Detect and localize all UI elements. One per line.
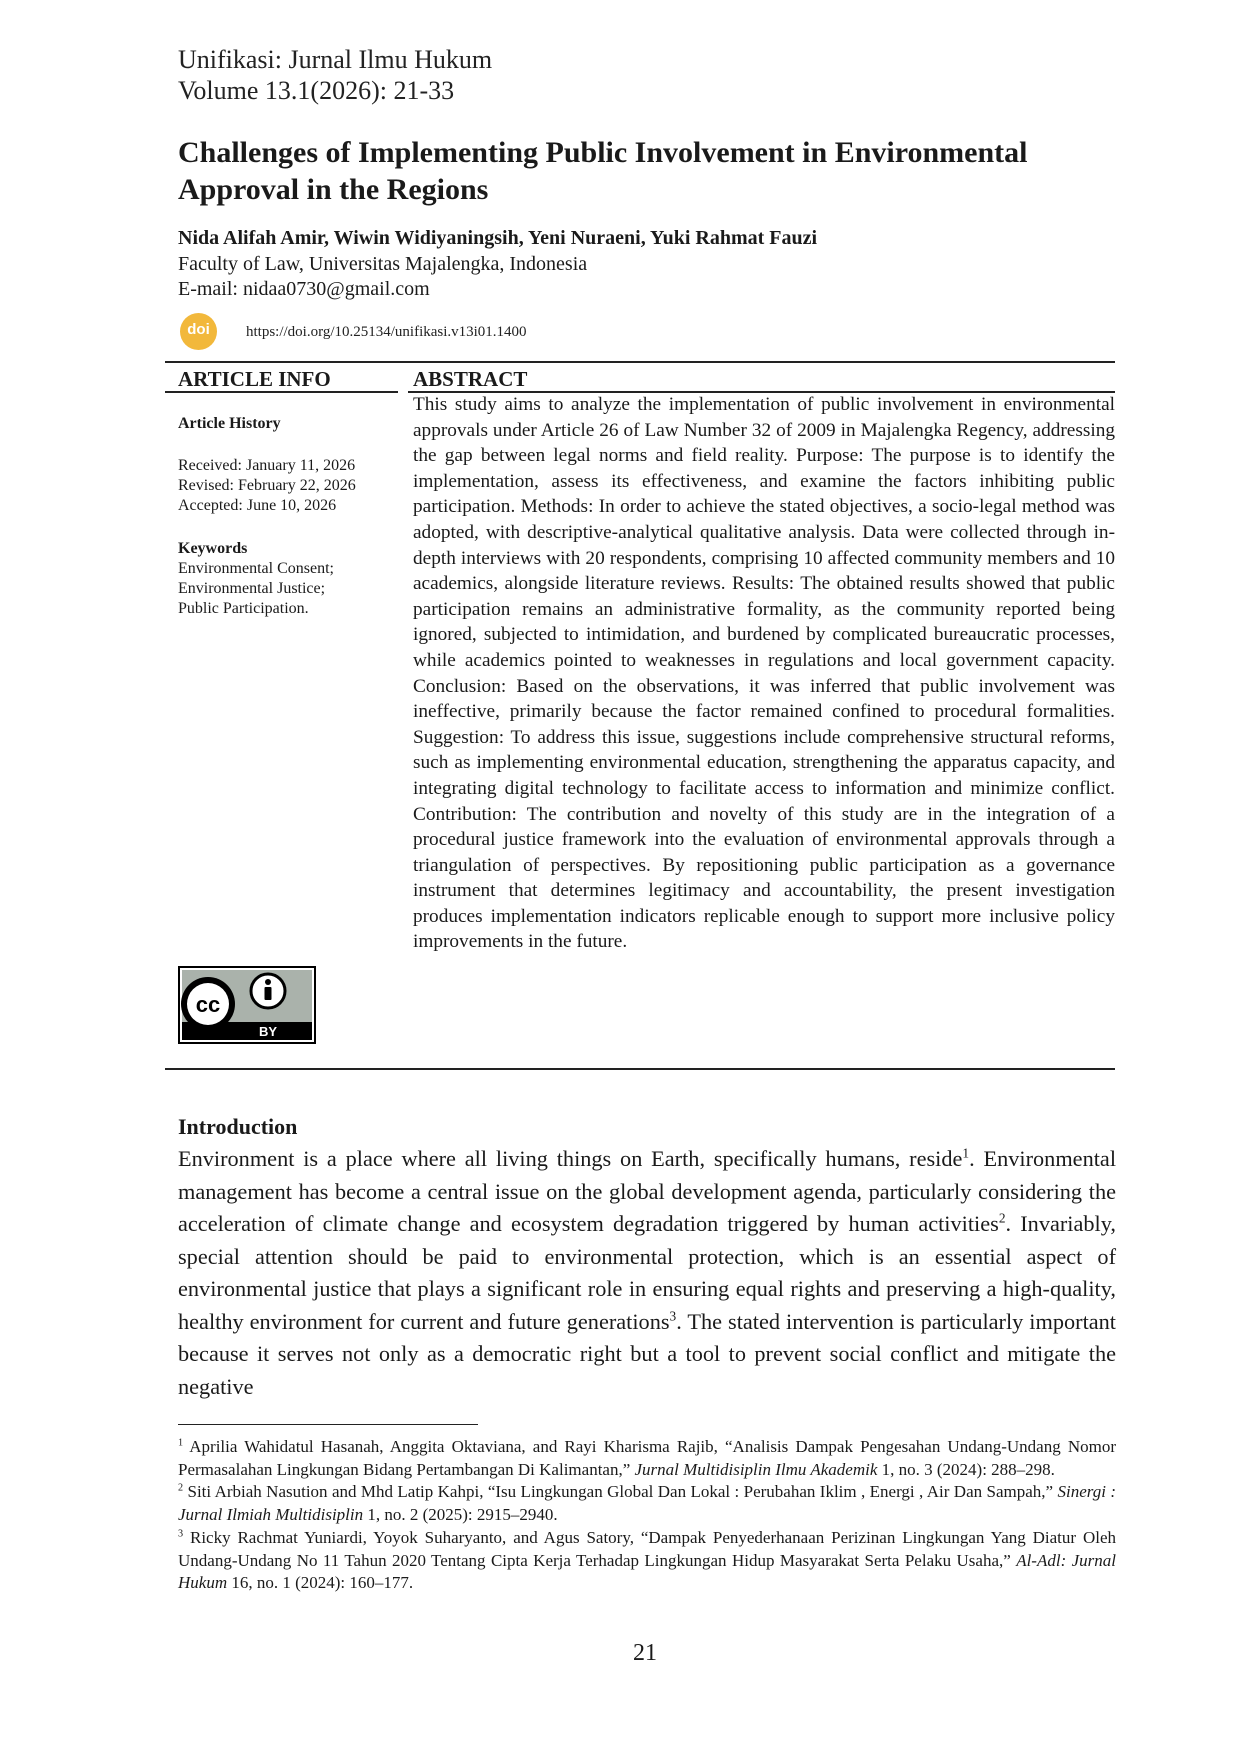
abstract-rule: [408, 391, 1115, 393]
cc-by-license-icon: cc BY: [178, 966, 316, 1044]
cc-mark: cc: [196, 992, 220, 1017]
abstract-heading: ABSTRACT: [413, 367, 528, 391]
article-info-rule: [165, 391, 398, 393]
footnote: 3 Ricky Rachmat Yuniardi, Yoyok Suharyan…: [178, 1527, 1116, 1595]
footnote-separator: [178, 1424, 478, 1425]
footnote-citation: 16, no. 1 (2024): 160–177.: [227, 1573, 414, 1593]
accepted-date: Accepted: June 10, 2026: [178, 497, 337, 514]
abstract-text: This study aims to analyze the implement…: [413, 394, 1115, 953]
footnote-text: Aprilia Wahidatul Hasanah, Anggita Oktav…: [178, 1437, 1116, 1479]
introduction-paragraph: Environment is a place where all living …: [178, 1143, 1116, 1403]
article-info-heading: ARTICLE INFO: [178, 367, 331, 391]
footnote-ref[interactable]: 1: [962, 1145, 970, 1161]
received-date: Received: January 11, 2026: [178, 457, 356, 474]
footnote-number: 3: [178, 1528, 184, 1540]
footnote-ref[interactable]: 2: [998, 1210, 1006, 1226]
journal-volume: Volume 13.1(2026): 21-33: [178, 76, 455, 105]
keyword: Environmental Consent;: [178, 560, 334, 577]
footnote-text: Siti Arbiah Nasution and Mhd Latip Kahpi…: [183, 1482, 1058, 1502]
article-history-dates: Received: January 11, 2026 Revised: Febr…: [178, 456, 356, 516]
footnotes: 1 Aprilia Wahidatul Hasanah, Anggita Okt…: [178, 1436, 1116, 1595]
author-email: E-mail: nidaa0730@gmail.com: [178, 278, 430, 300]
by-mark: BY: [259, 1024, 277, 1039]
footnote-citation: 1, no. 2 (2025): 2915–2940.: [363, 1505, 558, 1525]
author-affiliation: Faculty of Law, Universitas Majalengka, …: [178, 253, 588, 275]
intro-text-part: . Environmental management has become a …: [178, 1146, 1117, 1236]
footnote-journal: Jurnal Multidisiplin Ilmu Akademik: [634, 1459, 878, 1479]
journal-header: Unifikasi: Jurnal Ilmu Hukum Volume 13.1…: [178, 44, 492, 106]
article-history-heading: Article History: [178, 415, 281, 432]
article-title: Challenges of Implementing Public Involv…: [178, 136, 1028, 206]
footnote-citation: 1, no. 3 (2024): 288–298.: [877, 1459, 1055, 1479]
revised-date: Revised: February 22, 2026: [178, 477, 356, 494]
keyword: Public Participation.: [178, 600, 309, 617]
footnote-ref[interactable]: 3: [669, 1308, 677, 1324]
footnote-journal: Al-Adl: Jurnal Hukum: [178, 1550, 1117, 1593]
doi-link[interactable]: https://doi.org/10.25134/unifikasi.v13i0…: [246, 324, 527, 340]
footnote-journal: Sinergi : Jurnal Ilmiah Multidisiplin: [178, 1482, 1116, 1525]
footnote-number: 2: [178, 1482, 184, 1494]
keywords-list: Environmental Consent; Environmental Jus…: [178, 559, 334, 619]
doi-icon-label: doi: [187, 321, 210, 338]
intro-text-part: . The stated intervention is particularl…: [178, 1308, 1116, 1399]
journal-name: Unifikasi: Jurnal Ilmu Hukum: [178, 45, 493, 74]
keywords-heading: Keywords: [178, 540, 248, 557]
footnote-number: 1: [178, 1437, 184, 1449]
intro-text-part: Environment is a place where all living …: [178, 1146, 963, 1171]
footnote-text: Ricky Rachmat Yuniardi, Yoyok Suharyanto…: [178, 1527, 1116, 1570]
intro-text-part: . Invariably, special attention should b…: [178, 1211, 1116, 1334]
footnote: 1 Aprilia Wahidatul Hasanah, Anggita Okt…: [178, 1436, 1116, 1481]
footnote: 2 Siti Arbiah Nasution and Mhd Latip Kah…: [178, 1481, 1116, 1526]
doi-icon: doi: [180, 313, 217, 350]
keyword: Environmental Justice;: [178, 580, 326, 597]
introduction-heading: Introduction: [178, 1114, 298, 1139]
table-top-rule: [165, 361, 1115, 363]
page-number: 21: [633, 1640, 657, 1666]
article-authors: Nida Alifah Amir, Wiwin Widiyaningsih, Y…: [178, 227, 818, 249]
table-bottom-rule: [165, 1068, 1115, 1070]
